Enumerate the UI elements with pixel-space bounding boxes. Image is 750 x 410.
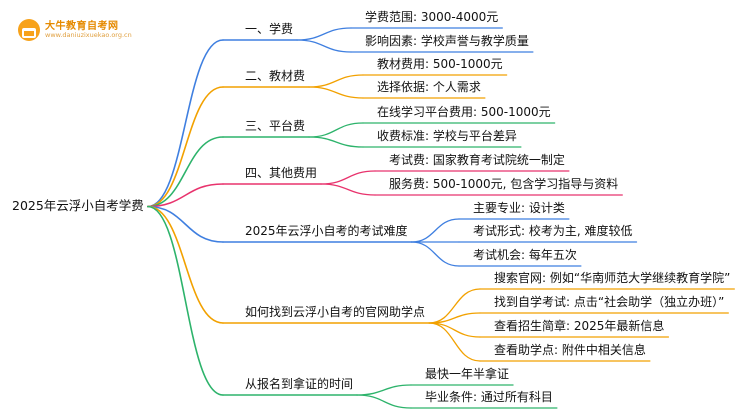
leaf-fastest-time: 最快一年半拿证 xyxy=(425,367,510,381)
leaf-connector xyxy=(320,170,376,185)
leaf-exam-format: 考试形式: 校考为主, 难度较低 xyxy=(473,224,633,238)
branch-platform-fee: 三、平台费 xyxy=(245,119,306,133)
branch-tuition: 一、学费 xyxy=(245,22,294,36)
leaf-enrollment-guide: 查看招生简章: 2025年最新信息 xyxy=(494,319,665,333)
leaf-platform-standard: 收费标准: 学校与平台差异 xyxy=(377,129,517,143)
leaf-main-major: 主要专业: 设计类 xyxy=(473,201,565,215)
logo-name: 大牛教育自考网 xyxy=(45,21,119,32)
branch-exam-difficulty: 2025年云浮小自考的考试难度 xyxy=(245,224,408,238)
leaf-graduation-condition: 毕业条件: 通过所有科目 xyxy=(425,390,553,404)
branch-connector xyxy=(147,39,224,208)
branch-connector xyxy=(147,86,224,208)
branch-connector xyxy=(147,136,224,208)
leaf-connector xyxy=(308,122,364,138)
leaf-connector xyxy=(356,394,412,409)
leaf-connector xyxy=(428,322,481,362)
leaf-find-self-study: 找到自学考试: 点击“社会助学（独立办班）” xyxy=(494,295,725,309)
leaf-connector xyxy=(308,136,364,148)
leaf-connector xyxy=(410,241,460,267)
branch-connector xyxy=(147,205,224,396)
branch-other-fees: 四、其他费用 xyxy=(245,166,318,180)
leaf-connector xyxy=(296,39,352,53)
site-logo: 大牛教育自考网 www.daniuzixuekao.org.cn xyxy=(18,16,132,44)
root-topic: 2025年云浮小自考学费 xyxy=(12,198,144,213)
leaf-connector xyxy=(296,27,352,41)
leaf-tuition-factors: 影响因素: 学校声誉与教学质量 xyxy=(365,34,529,48)
leaf-exam-fee: 考试费: 国家教育考试院统一制定 xyxy=(389,153,565,167)
leaf-connector xyxy=(428,322,481,338)
leaf-exam-opportunities: 考试机会: 每年五次 xyxy=(473,248,577,262)
leaf-service-fee: 服务费: 500-1000元, 包含学习指导与资料 xyxy=(389,177,619,191)
leaf-textbook-cost: 教材费用: 500-1000元 xyxy=(377,57,503,71)
leaf-connector xyxy=(308,74,364,88)
leaf-connector xyxy=(410,218,460,243)
leaf-connector xyxy=(356,384,412,396)
leaf-connector xyxy=(320,183,376,196)
branch-connector xyxy=(147,205,224,324)
leaf-platform-cost: 在线学习平台费用: 500-1000元 xyxy=(377,105,551,119)
logo-url: www.daniuzixuekao.org.cn xyxy=(45,31,132,39)
book-logo-icon xyxy=(18,19,40,41)
leaf-textbook-basis: 选择依据: 个人需求 xyxy=(377,80,481,94)
branch-find-official-site: 如何找到云浮小自考的官网助学点 xyxy=(245,305,426,319)
leaf-study-centers: 查看助学点: 附件中相关信息 xyxy=(494,343,646,357)
leaf-tuition-range: 学费范围: 3000-4000元 xyxy=(365,10,499,24)
branch-connector xyxy=(147,183,224,208)
leaf-connector xyxy=(308,86,364,99)
branch-connector xyxy=(147,205,224,243)
leaf-search-site: 搜索官网: 例如“华南师范大学继续教育学院” xyxy=(494,271,731,285)
branch-timeline: 从报名到拿证的时间 xyxy=(245,377,354,391)
branch-textbook-fee: 二、教材费 xyxy=(245,69,306,83)
